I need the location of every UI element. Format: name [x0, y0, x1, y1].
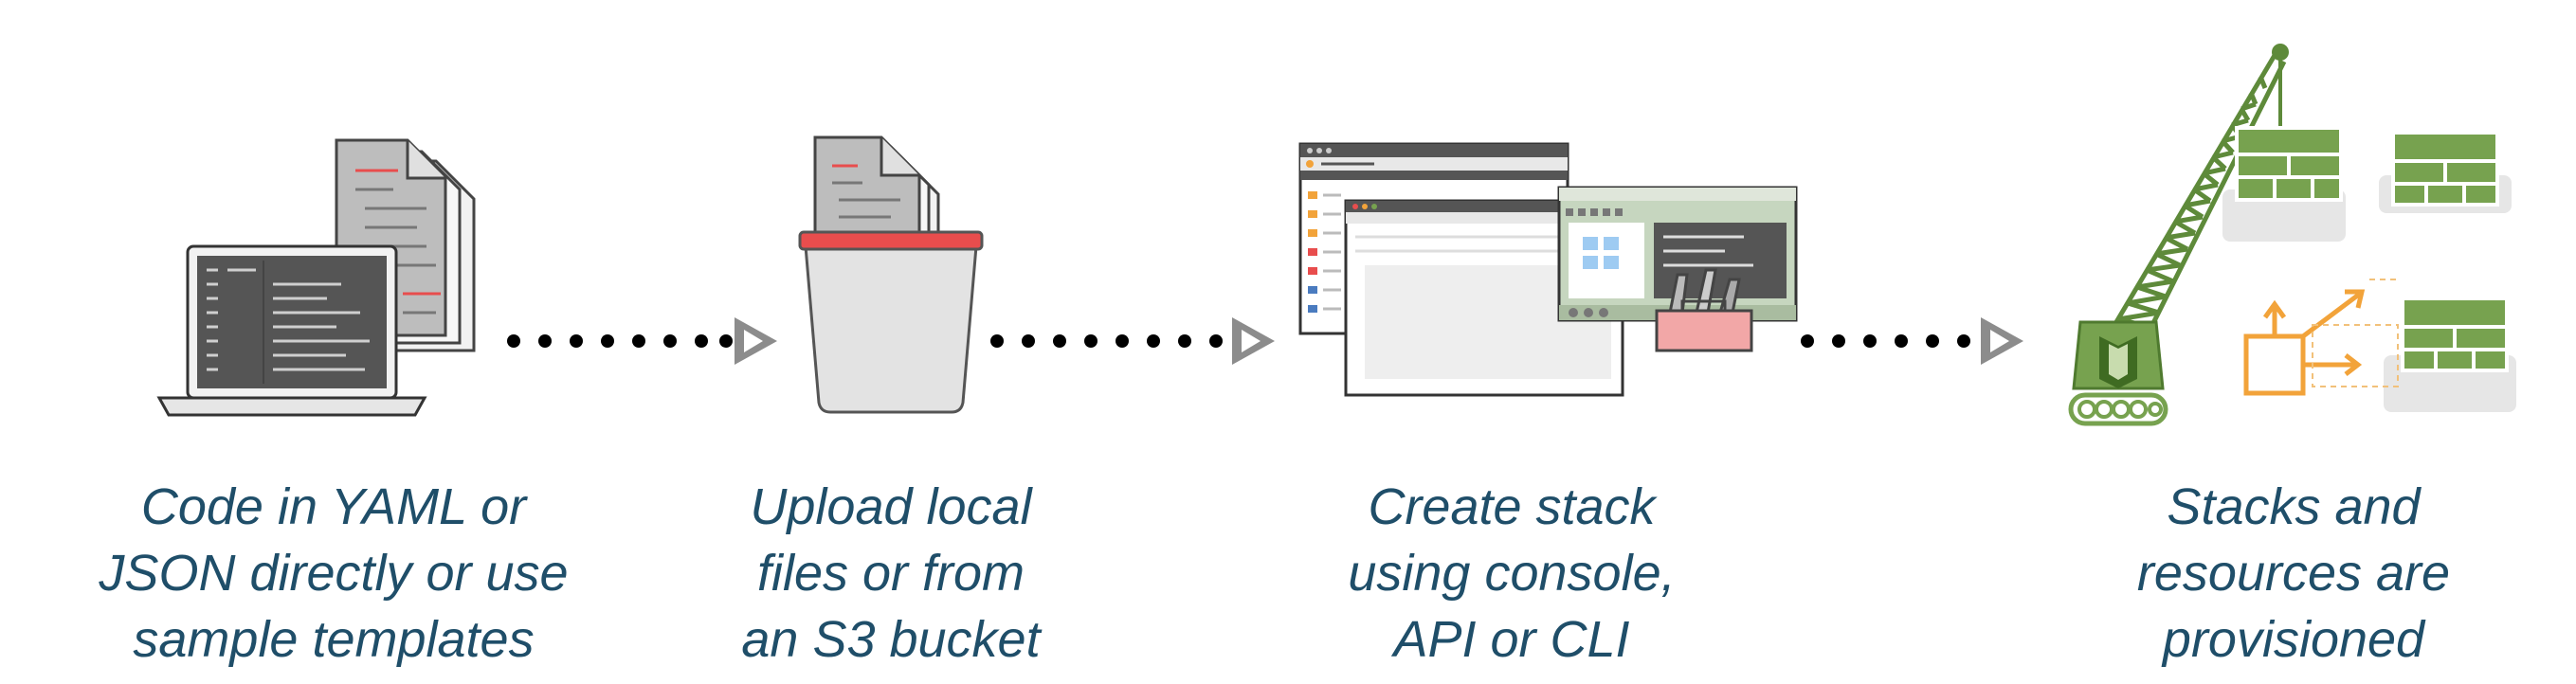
caption-step-2: Upload local files or from an S3 bucket [644, 474, 1137, 673]
caption-line: resources are [2136, 545, 2451, 602]
caption-line: Code in YAML or [140, 478, 527, 535]
caption-step-3: Create stack using console, API or CLI [1265, 474, 1758, 673]
caption-line: Stacks and [2167, 478, 2421, 535]
crane-provision-icon [2068, 44, 2516, 426]
laptop-code-icon [156, 138, 476, 417]
caption-step-4: Stacks and resources are provisioned [2047, 474, 2540, 673]
caption-line: Upload local [750, 478, 1032, 535]
console-windows-icon [1298, 142, 1798, 397]
caption-line: using console, [1348, 545, 1676, 602]
caption-line: API or CLI [1393, 611, 1630, 668]
caption-line: JSON directly or use [99, 545, 569, 602]
caption-line: provisioned [2162, 611, 2425, 668]
caption-line: sample templates [133, 611, 535, 668]
dotted-connector-2 [990, 317, 1275, 365]
caption-step-1: Code in YAML or JSON directly or use sam… [87, 474, 580, 673]
caption-line: Create stack [1368, 478, 1656, 535]
caption-line: an S3 bucket [741, 611, 1041, 668]
caption-line: files or from [756, 545, 1025, 602]
dotted-connector-1 [507, 317, 777, 365]
dotted-connector-3 [1801, 317, 2023, 365]
bucket-upload-icon [798, 135, 984, 414]
